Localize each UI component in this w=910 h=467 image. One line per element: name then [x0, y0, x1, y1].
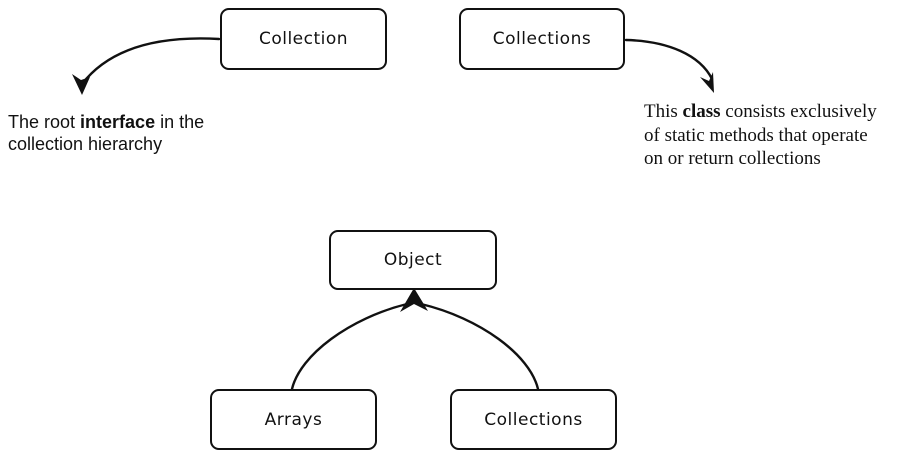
arrowhead-object-icon — [400, 288, 428, 312]
box-object: Object — [329, 230, 497, 290]
note-collection-interface: The root interface in the collection hie… — [8, 111, 233, 155]
note-bold-term: class — [682, 101, 721, 122]
note-text: of static methods that operate — [644, 124, 868, 146]
box-arrays: Arrays — [210, 389, 377, 450]
box-collections-bottom-label: Collections — [484, 409, 583, 430]
arrowhead-collections-note-icon — [700, 72, 714, 93]
box-object-label: Object — [383, 250, 443, 270]
arrowhead-collection-note-icon — [72, 74, 90, 95]
arrow-collection-note — [80, 37, 221, 86]
edge-arrays-object — [290, 302, 409, 391]
note-text: The root — [8, 112, 81, 132]
note-bold-term: interface — [80, 112, 156, 132]
note-text: collection hierarchy — [8, 134, 163, 154]
note-collections-class: This class consists exclusively of stati… — [644, 100, 910, 171]
box-arrays-label: Arrays — [264, 409, 323, 430]
note-text: on or return collections — [644, 148, 821, 169]
note-text: in the — [155, 112, 205, 132]
box-collections-top: Collections — [459, 8, 625, 70]
note-text: consists exclusively — [720, 101, 877, 122]
box-collections-bottom: Collections — [450, 389, 617, 450]
arrow-collections-note — [624, 38, 714, 81]
box-collection: Collection — [220, 8, 387, 70]
note-text: This — [644, 101, 683, 122]
box-collections-top-label: Collections — [492, 29, 592, 49]
box-collection-label: Collection — [258, 29, 349, 49]
edge-collections-object — [419, 302, 540, 391]
